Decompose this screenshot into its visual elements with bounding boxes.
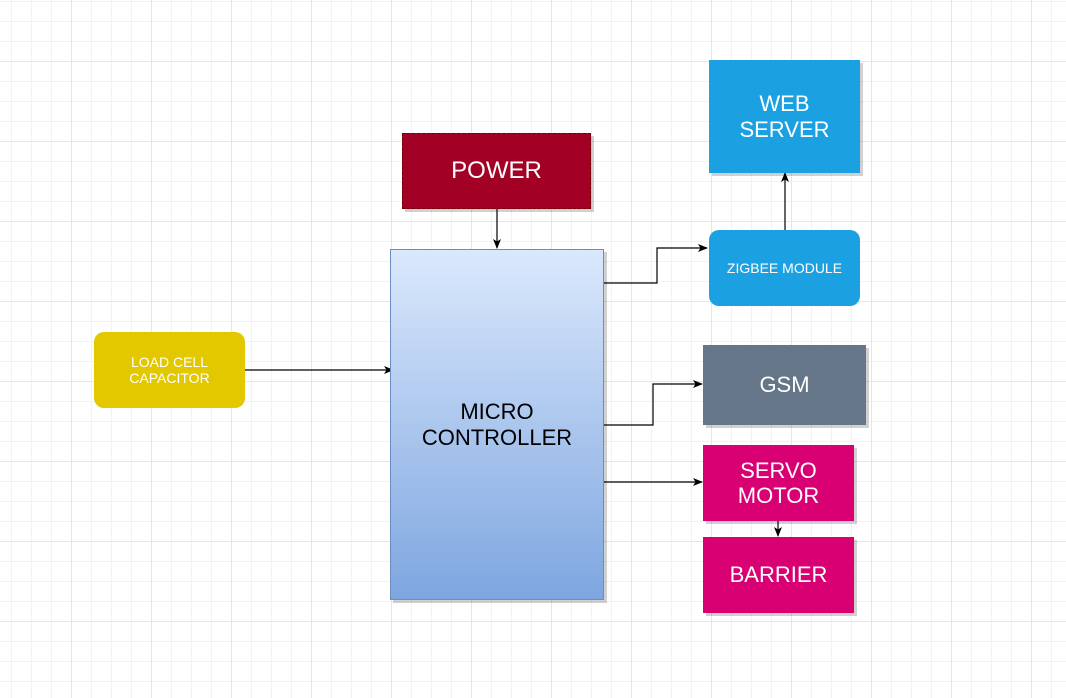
edge-micro-controller-to-zigbee[interactable] (604, 244, 708, 284)
gsm-node[interactable]: GSM (703, 345, 866, 425)
power-node[interactable]: POWER (402, 133, 591, 209)
load-cell-capacitor-node[interactable]: LOAD CELL CAPACITOR (94, 332, 245, 408)
servo-motor-node[interactable]: SERVO MOTOR (703, 445, 854, 521)
web-server-node[interactable]: WEB SERVER (709, 60, 860, 173)
barrier-node[interactable]: BARRIER (703, 537, 854, 613)
micro-controller-node[interactable]: MICRO CONTROLLER (390, 249, 604, 600)
zigbee-module-node[interactable]: ZIGBEE MODULE (709, 230, 860, 306)
edge-micro-controller-to-gsm[interactable] (604, 380, 703, 426)
